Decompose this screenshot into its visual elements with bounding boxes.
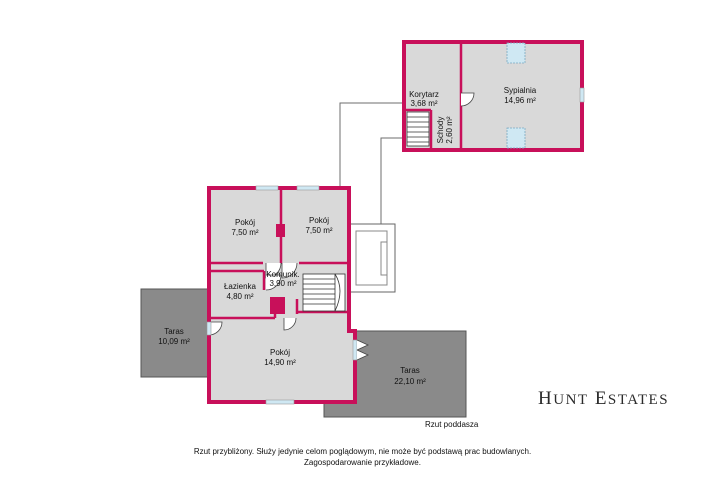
room-area-korytarz: 3,68 m² — [410, 99, 437, 108]
stairs-lower — [302, 273, 346, 312]
brand-first-initial: H — [538, 388, 554, 409]
stairs-upper — [406, 111, 430, 147]
room-area-pokoj-right: 7,50 m² — [305, 226, 332, 235]
room-name-pokoj-left: Pokój — [235, 218, 255, 227]
balcony-box — [347, 223, 396, 293]
window-upper — [579, 87, 585, 103]
door-terrace-right — [356, 339, 369, 361]
room-area-taras-left: 10,09 m² — [158, 337, 190, 346]
room-name-taras-right: Taras — [400, 366, 420, 375]
room-area-schody: 2,60 m² — [445, 116, 454, 143]
door-swings-lower — [208, 262, 298, 336]
room-name-sypialnia: Sypialnia — [504, 86, 537, 95]
room-area-sypialnia: 14,96 m² — [504, 96, 536, 105]
lower-floor — [207, 186, 357, 404]
brand-second-initial: E — [594, 388, 608, 409]
room-name-lazienka: Łazienka — [224, 282, 257, 291]
brand-second-rest: STATES — [607, 392, 670, 408]
disclaimer-line-1: Rzut przybliżony. Służy jedynie celom po… — [193, 447, 532, 456]
room-area-pokoj-main: 14,90 m² — [264, 358, 296, 367]
room-name-pokoj-right: Pokój — [309, 216, 329, 225]
connector-lines — [339, 102, 405, 224]
room-name-pokoj-main: Pokój — [270, 348, 290, 357]
interior-walls-lower — [211, 190, 347, 320]
brand-first-rest: UNT — [553, 392, 589, 408]
door-swing-upper — [460, 92, 475, 107]
skylights — [506, 42, 526, 149]
room-area-pokoj-left: 7,50 m² — [231, 228, 258, 237]
room-area-taras-right: 22,10 m² — [394, 377, 426, 386]
terrace-left — [140, 288, 211, 378]
room-name-schody: Schody — [436, 117, 445, 144]
room-name-korytarz: Korytarz — [409, 90, 439, 99]
room-name-komunik: Komunik. — [266, 270, 299, 279]
disclaimer-line-2: Zagospodarowanie przykładowe. — [304, 458, 421, 467]
room-name-taras-left: Taras — [164, 327, 184, 336]
room-area-komunik: 3,90 m² — [269, 279, 296, 288]
upper-floor — [402, 40, 584, 152]
plan-label: Rzut poddasza — [425, 420, 479, 429]
brand-logo: HUNT ESTATES — [538, 388, 669, 410]
room-area-lazienka: 4,80 m² — [226, 292, 253, 301]
